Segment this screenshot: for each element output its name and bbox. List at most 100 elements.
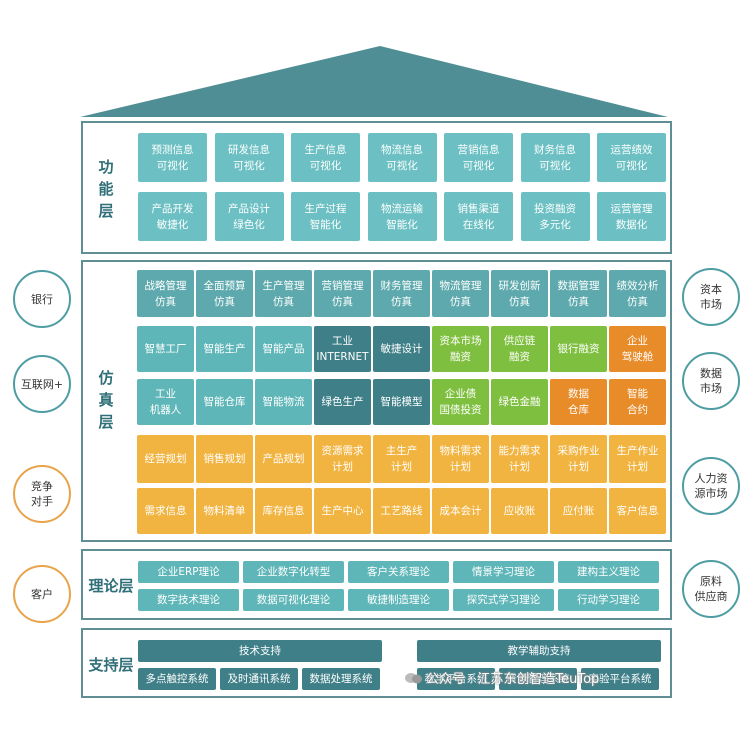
right-entity-circle: 人力资 源市场: [682, 457, 740, 515]
title-char: 功: [98, 158, 114, 176]
simulation-cell: 战略管理 仿真: [137, 270, 194, 317]
plan-cell: 资源需求 计划: [314, 435, 371, 483]
simulation-cell: 智能生产: [196, 326, 253, 372]
simulation-cell: 绿色金融: [491, 379, 548, 425]
tech-support-item: 数据处理系统: [302, 668, 380, 690]
right-entity-circle: 资本 市场: [682, 268, 740, 326]
function-cell: 销售渠道 在线化: [444, 192, 513, 241]
right-entity-circle: 数据 市场: [682, 352, 740, 410]
wechat-icon: [405, 673, 422, 684]
simulation-cell: 工业 机器人: [137, 379, 194, 425]
function-cell: 运营管理 数据化: [597, 192, 666, 241]
simulation-cell: 物流管理 仿真: [432, 270, 489, 317]
tech-support-item: 及时通讯系统: [220, 668, 298, 690]
simulation-cell: 工业 INTERNET: [314, 326, 371, 372]
theory-cell: 数字技术理论: [138, 589, 239, 611]
simulation-cell: 企业 驾驶舱: [609, 326, 666, 372]
theory-cell: 客户关系理论: [348, 561, 449, 583]
function-cell: 财务信息 可视化: [520, 133, 590, 182]
function-cell: 产品开发 敏捷化: [138, 192, 207, 241]
simulation-cell: 智能 合约: [609, 379, 666, 425]
plan-cell: 库存信息: [255, 488, 312, 534]
theory-cell: 探究式学习理论: [453, 589, 554, 611]
theory-cell: 企业ERP理论: [138, 561, 239, 583]
plan-cell: 物料需求 计划: [432, 435, 489, 483]
support-layer-title: 支持层: [88, 656, 134, 674]
theory-layer: 理论层 企业ERP理论数字技术理论企业数字化转型数据可视化理论客户关系理论敏捷制…: [81, 549, 672, 620]
function-cell: 营销信息 可视化: [444, 133, 513, 182]
tech-support-item: 多点触控系统: [138, 668, 216, 690]
theory-cell: 企业数字化转型: [243, 561, 344, 583]
function-cell: 投资融资 多元化: [520, 192, 590, 241]
edu-support-item: 教学平台系统: [417, 668, 495, 690]
function-cell: 研发信息 可视化: [214, 133, 284, 182]
simulation-cell: 资本市场 融资: [432, 326, 489, 372]
function-layer: 功 能 层 预测信息 可视化产品开发 敏捷化研发信息 可视化产品设计 绿色化生产…: [81, 121, 672, 254]
plan-cell: 物料清单: [196, 488, 253, 534]
plan-cell: 销售规划: [196, 435, 253, 483]
right-entity-circle: 原料 供应商: [682, 560, 740, 618]
plan-cell: 采购作业 计划: [550, 435, 607, 483]
function-cell: 生产过程 智能化: [291, 192, 360, 241]
theory-cell: 数据可视化理论: [243, 589, 344, 611]
support-layer: 支持层 技术支持 教学辅助支持 多点触控系统 教学平台系统 及时通讯系统 资源管理系统…: [81, 628, 672, 698]
plan-cell: 应付账: [550, 488, 607, 534]
simulation-cell: 敏捷设计: [373, 326, 430, 372]
watermark: 公众号 · 江苏东创智造TeuTop: [426, 672, 600, 687]
plan-cell: 生产中心: [314, 488, 371, 534]
title-char: 真: [98, 391, 114, 409]
simulation-cell: 智能产品: [255, 326, 312, 372]
function-cell: 产品设计 绿色化: [214, 192, 284, 241]
title-char: 层: [98, 202, 114, 220]
simulation-cell: 营销管理 仿真: [314, 270, 371, 317]
simulation-cell: 智能仓库: [196, 379, 253, 425]
plan-cell: 应收账: [491, 488, 548, 534]
simulation-cell: 全面预算 仿真: [196, 270, 253, 317]
function-layer-title: 功 能 层: [96, 156, 116, 222]
plan-cell: 能力需求 计划: [491, 435, 548, 483]
simulation-cell: 研发创新 仿真: [491, 270, 548, 317]
plan-cell: 产品规划: [255, 435, 312, 483]
plan-cell: 主生产 计划: [373, 435, 430, 483]
edu-support-header: 教学辅助支持: [417, 640, 661, 662]
simulation-cell: 智能模型: [373, 379, 430, 425]
function-cell: 预测信息 可视化: [138, 133, 207, 182]
simulation-cell: 财务管理 仿真: [373, 270, 430, 317]
title-char: 层: [98, 413, 114, 431]
theory-cell: 敏捷制造理论: [348, 589, 449, 611]
simulation-cell: 供应链 融资: [491, 326, 548, 372]
function-cell: 物流运输 智能化: [367, 192, 437, 241]
roof: [80, 46, 668, 117]
simulation-cell: 银行融资: [550, 326, 607, 372]
simulation-cell: 数据 仓库: [550, 379, 607, 425]
edu-support-item: 实验平台系统: [581, 668, 659, 690]
theory-cell: 行动学习理论: [558, 589, 659, 611]
theory-cell: 情景学习理论: [453, 561, 554, 583]
simulation-cell: 智能物流: [255, 379, 312, 425]
plan-cell: 需求信息: [137, 488, 194, 534]
left-entity-circle: 客户: [13, 565, 71, 623]
theory-layer-title: 理论层: [88, 577, 134, 595]
simulation-layer-title: 仿 真 层: [96, 367, 116, 433]
simulation-cell: 绩效分析 仿真: [609, 270, 666, 317]
simulation-layer: 仿 真 层 战略管理 仿真智慧工厂工业 机器人经营规划需求信息全面预算 仿真智能…: [81, 260, 672, 542]
function-cell: 运营绩效 可视化: [597, 133, 666, 182]
simulation-cell: 企业债 国债投资: [432, 379, 489, 425]
left-entity-circle: 竞争 对手: [13, 465, 71, 523]
simulation-cell: 绿色生产: [314, 379, 371, 425]
tech-support-header: 技术支持: [138, 640, 382, 662]
plan-cell: 客户信息: [609, 488, 666, 534]
title-char: 能: [98, 180, 114, 198]
function-cell: 生产信息 可视化: [291, 133, 360, 182]
simulation-cell: 智慧工厂: [137, 326, 194, 372]
plan-cell: 经营规划: [137, 435, 194, 483]
left-entity-circle: 互联网+: [13, 355, 71, 413]
function-cell: 物流信息 可视化: [367, 133, 437, 182]
title-char: 仿: [98, 369, 114, 387]
edu-support-item: 资源管理系统: [499, 668, 577, 690]
left-entity-circle: 银行: [13, 270, 71, 328]
plan-cell: 工艺路线: [373, 488, 430, 534]
simulation-cell: 生产管理 仿真: [255, 270, 312, 317]
theory-cell: 建构主义理论: [558, 561, 659, 583]
simulation-cell: 数据管理 仿真: [550, 270, 607, 317]
